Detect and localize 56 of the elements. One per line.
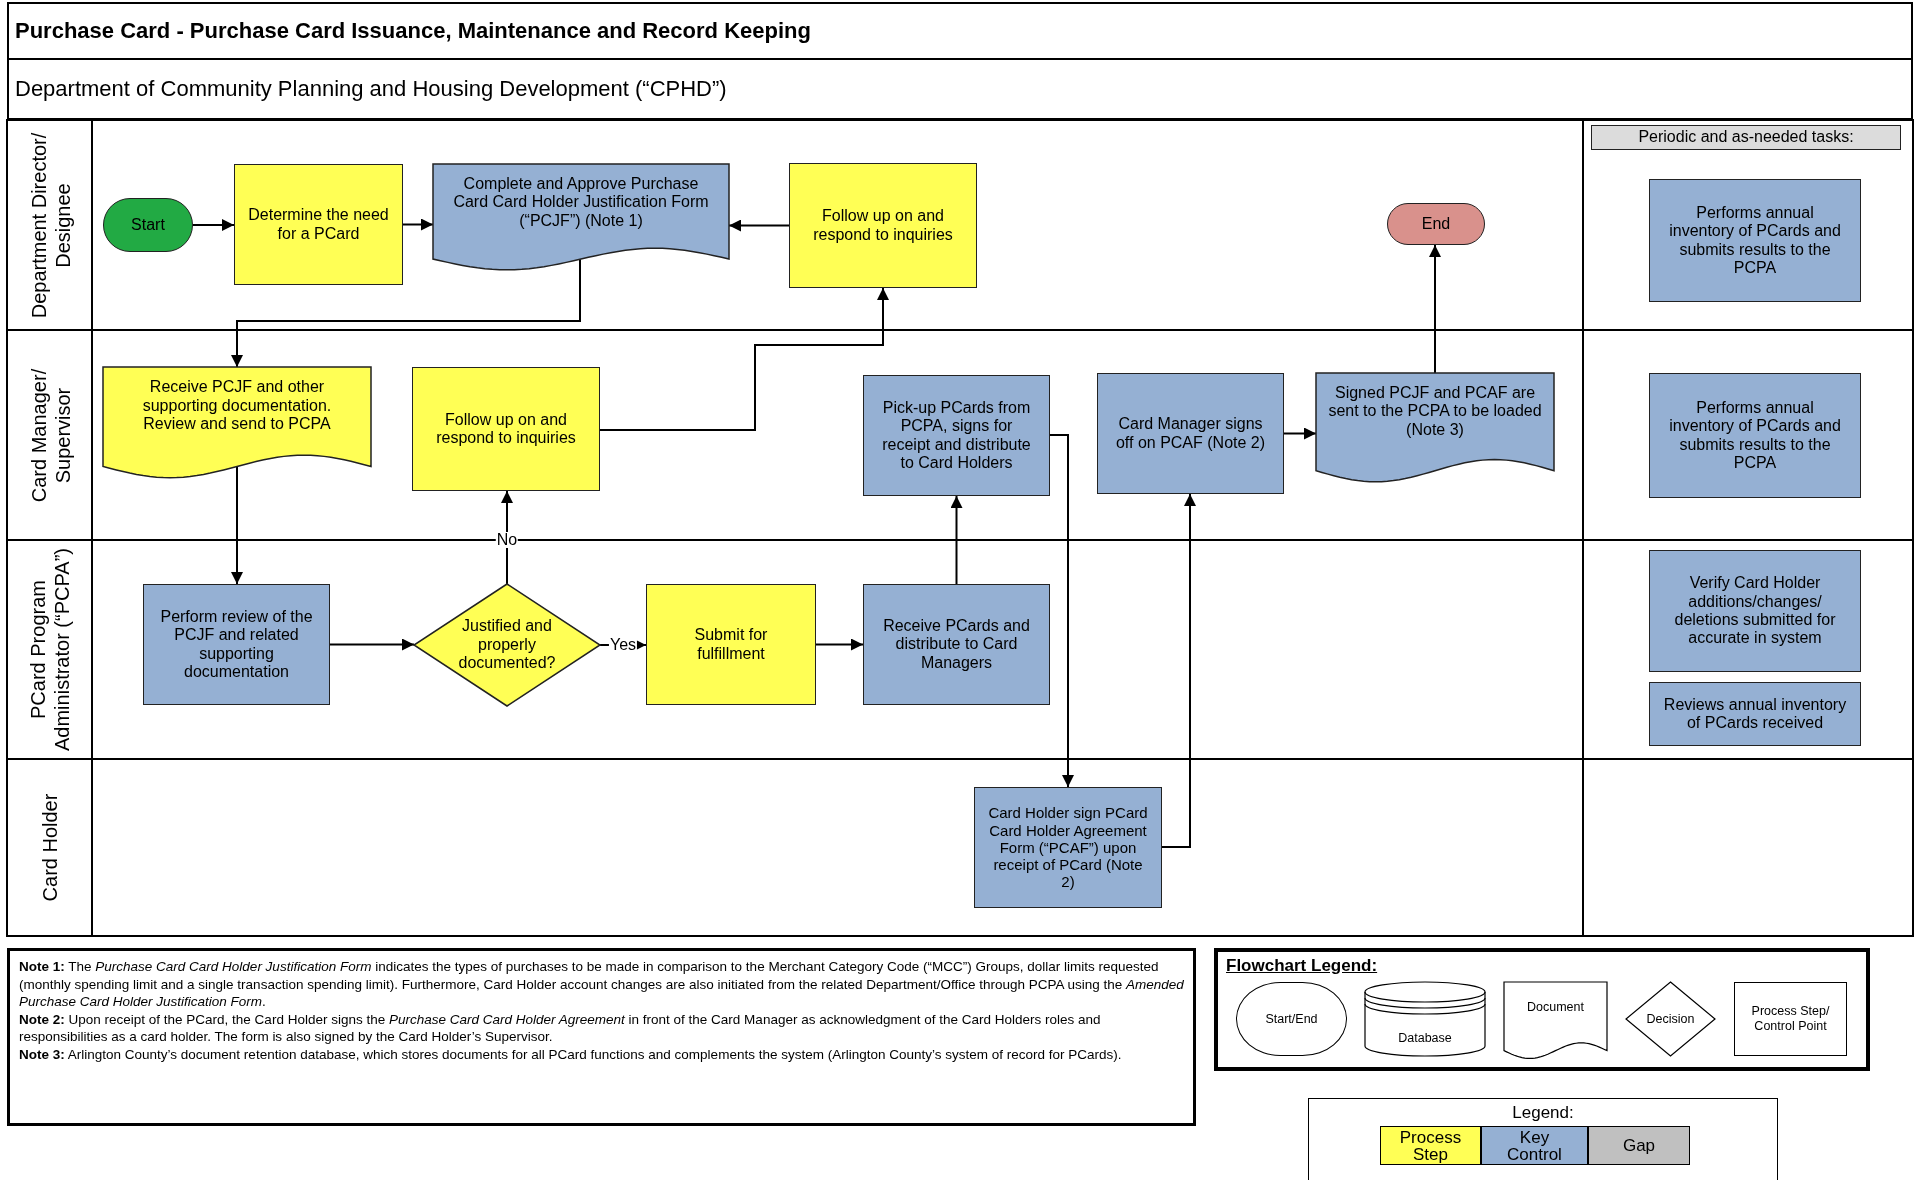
arrow (231, 465, 243, 585)
legend-title: Legend: (1511, 1103, 1575, 1123)
arrow (728, 219, 790, 232)
edge-label: Yes (608, 637, 638, 653)
arrow (815, 638, 864, 651)
process-box: Reviews annual inventory of PCards received (1649, 682, 1861, 746)
document-symbol: Document (1504, 982, 1607, 1060)
subtitle: Department of Community Planning and Housing Development (“CPHD”) (7, 60, 1913, 120)
process-box: Submit for fulfillment (646, 584, 816, 705)
arrow (501, 490, 513, 585)
terminator-shape: End (1387, 203, 1485, 245)
edge-label: No (495, 532, 519, 548)
section-header: Periodic and as-needed tasks: (1591, 125, 1901, 150)
document-shape: Signed PCJF and PCAF are sent to the PCPA to be loaded (Note 3) (1316, 373, 1554, 484)
process-box: Receive PCards and distribute to Card Managers (863, 584, 1050, 705)
process-box: Follow up on and respond to inquiries (412, 367, 600, 491)
lane-label: PCard Program Administrator (“PCPA”) (25, 547, 74, 753)
decision-symbol: Decision (1626, 982, 1715, 1056)
legend-swatch: Gap (1588, 1126, 1690, 1165)
process-box: Performs annual inventory of PCards and submits results to the PCPA (1649, 179, 1861, 302)
legend-title: Flowchart Legend: (1226, 956, 1378, 976)
database-symbol: Database (1365, 982, 1485, 1056)
arrow (329, 638, 415, 651)
process-box: Perform review of the PCJF and related supporting documentation (143, 584, 330, 705)
process-box: Card Holder sign PCard Card Holder Agreement Form (“PCAF”) upon receipt of PCard (Note 2) (974, 787, 1162, 908)
terminator-shape: Start (103, 198, 193, 252)
process-symbol: Process Step/ Control Point (1734, 982, 1847, 1056)
lane-label: Card Manager/ Supervisor (25, 367, 75, 504)
document-shape: Complete and Approve Purchase Card Card Holder Justification Form (“PCJF”) (Note 1) (433, 164, 729, 272)
note-text: Note 1: The Purchase Card Card Holder Justification Form indicates the types of purchases to be made in comparison to the Merchant Category Code (“MCC”) Groups, dollar limits requested (monthly spending limit and a single transaction spending limit). Furthermore, Card Holder account changes are also initiated from the related Department/Office through PCPA using the Amended Purchase Card Holder Justification Form. (19, 958, 1184, 1011)
lane-label: Department Director/ Designee (25, 131, 75, 320)
process-box: Follow up on and respond to inquiries (789, 163, 977, 288)
arrow (231, 258, 581, 368)
process-box: Performs annual inventory of PCards and submits results to the PCPA (1649, 373, 1861, 498)
lane-label: Card Holder (37, 792, 62, 904)
decision-diamond: Justified and properly documented? (414, 584, 600, 706)
swimlane (7, 120, 1913, 330)
arrow (950, 495, 963, 585)
note-text: Note 3: Arlington County’s document retention database, which stores documents for all PCard functions and complements the system (Arlington County’s system of record for PCards). (19, 1045, 1123, 1064)
arrow (1161, 493, 1196, 848)
arrow (1429, 244, 1441, 374)
process-box: Card Manager signs off on PCAF (Note 2) (1097, 373, 1284, 494)
process-box: Determine the need for a PCard (234, 164, 403, 285)
legend-swatch: Key Control (1481, 1126, 1588, 1165)
arrow (599, 287, 889, 431)
arrow (402, 218, 434, 231)
arrow (1049, 434, 1074, 788)
arrow (1283, 427, 1317, 440)
note-text: Note 2: Upon receipt of the PCard, the Card Holder signs the Purchase Card Card Holder Agreement in front of the Card Manager as acknowledgment of the Card Holders roles and responsibilities as a card holder. The form is also signed by the Card Holder’s Supervisor. (19, 1010, 1102, 1046)
process-box: Verify Card Holder additions/changes/ deletions submitted for accurate in system (1649, 550, 1861, 672)
document-shape: Receive PCJF and other supporting documentation. Review and send to PCPA (103, 367, 371, 480)
swimlane (7, 759, 1913, 936)
process-box: Pick-up PCards from PCPA, signs for receipt and distribute to Card Holders (863, 375, 1050, 496)
diagram-title: Purchase Card - Purchase Card Issuance, Maintenance and Record Keeping (7, 2, 1913, 60)
legend-swatch: Process Step (1380, 1126, 1481, 1165)
arrow (192, 219, 235, 231)
